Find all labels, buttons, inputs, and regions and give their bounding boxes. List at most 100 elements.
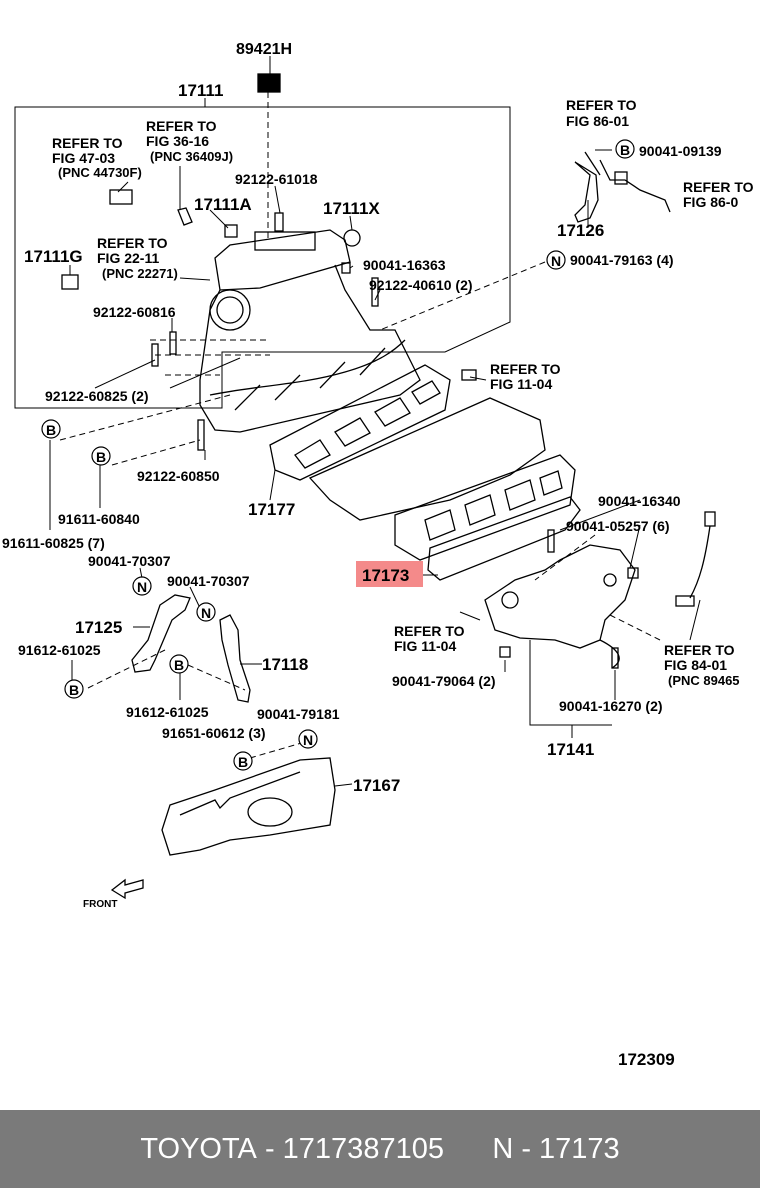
label-refer-86-01[interactable]: FIG 86-01	[566, 113, 629, 129]
marker-b: B	[91, 446, 111, 466]
label-refer-47-03[interactable]: (PNC 44730F)	[58, 165, 142, 180]
label-17125[interactable]: 17125	[75, 618, 122, 637]
label-92122-60825[interactable]: 92122-60825 (2)	[45, 388, 149, 404]
guide-line	[87, 649, 166, 689]
hardware	[61, 189, 639, 669]
marker-n: N	[196, 602, 216, 622]
guide-line	[609, 614, 661, 641]
label-90041-70307[interactable]: 90041-70307	[88, 553, 171, 569]
heat-insulator-17167	[161, 757, 336, 856]
label-92122-40610[interactable]: 92122-40610 (2)	[369, 277, 473, 293]
label-refer-84-01[interactable]: FIG 84-01	[664, 657, 727, 673]
oxygen-sensor	[675, 511, 716, 607]
front-arrow	[110, 878, 144, 900]
label-refer-36-16[interactable]: REFER TO	[146, 118, 217, 134]
marker-b: B	[615, 139, 635, 159]
marker-n: N	[132, 576, 152, 596]
label-17111[interactable]: 17111	[178, 81, 223, 100]
guide-line	[150, 339, 270, 376]
parts-diagram: B N B B N N B B B N 89421H 17111 REFER T…	[2, 41, 754, 1069]
footer-ref: N - 17173	[492, 1132, 620, 1165]
label-17126[interactable]: 17126	[557, 221, 604, 240]
label-17111A[interactable]: 17111A	[194, 195, 252, 214]
svg-text:B: B	[96, 449, 106, 465]
label-17141[interactable]: 17141	[547, 740, 594, 759]
label-refer-86-01[interactable]: REFER TO	[566, 97, 637, 113]
svg-text:B: B	[174, 657, 184, 673]
bracket-17126	[574, 151, 671, 223]
footer-brand: TOYOTA	[140, 1132, 257, 1165]
label-front: FRONT	[83, 899, 117, 910]
stay-17125	[131, 594, 191, 673]
label-refer-11-04[interactable]: REFER TO	[490, 361, 561, 377]
label-17173[interactable]: 17173	[362, 566, 409, 585]
svg-text:B: B	[69, 682, 79, 698]
marker-b: B	[233, 751, 253, 771]
label-refer-11-04[interactable]: FIG 11-04	[490, 376, 552, 392]
svg-text:B: B	[620, 142, 630, 158]
label-90041-16363[interactable]: 90041-16363	[363, 257, 446, 273]
label-refer-22-11[interactable]: (PNC 22271)	[102, 266, 178, 281]
label-89421H[interactable]: 89421H	[236, 41, 292, 58]
footer-part-number: 1717387105	[282, 1132, 444, 1165]
label-90041-05257[interactable]: 90041-05257 (6)	[566, 518, 670, 534]
intake-manifold-17111	[199, 229, 421, 433]
guide-line	[249, 741, 306, 759]
label-91612-61025-b[interactable]: 91612-61025	[126, 704, 209, 720]
label-17177[interactable]: 17177	[248, 500, 295, 519]
label-90041-16270[interactable]: 90041-16270 (2)	[559, 698, 663, 714]
exhaust-manifold-17141	[484, 544, 636, 669]
label-92122-61018[interactable]: 92122-61018	[235, 171, 318, 187]
label-90041-79064[interactable]: 90041-79064 (2)	[392, 673, 496, 689]
label-refer-86-0[interactable]: REFER TO	[683, 179, 754, 195]
label-17111G[interactable]: 17111G	[24, 247, 83, 266]
label-refer-11-04-b[interactable]: FIG 11-04	[394, 638, 456, 654]
label-92122-60850[interactable]: 92122-60850	[137, 468, 220, 484]
label-90041-79181[interactable]: 90041-79181	[257, 706, 340, 722]
label-17118[interactable]: 17118	[262, 655, 308, 674]
diagram-number: 172309	[618, 1050, 675, 1069]
svg-text:N: N	[303, 732, 313, 748]
guide-line	[534, 534, 596, 581]
footer-sep: -	[256, 1132, 283, 1165]
marker-n: N	[298, 729, 318, 749]
label-91612-61025[interactable]: 91612-61025	[18, 642, 101, 658]
label-refer-84-01[interactable]: (PNC 89465	[668, 673, 740, 688]
gasket-17173	[394, 454, 581, 581]
label-91611-60840[interactable]: 91611-60840	[58, 511, 140, 527]
guide-line	[187, 664, 246, 691]
leader-lines	[49, 56, 701, 787]
cylinder-head	[308, 397, 546, 521]
label-refer-22-11[interactable]: FIG 22-11	[97, 250, 159, 266]
label-90041-09139[interactable]: 90041-09139	[639, 143, 722, 159]
label-refer-84-01[interactable]: REFER TO	[664, 642, 735, 658]
marker-b: B	[64, 679, 84, 699]
exhaust-manifold-bracket	[529, 640, 612, 726]
label-refer-36-16[interactable]: FIG 36-16	[146, 133, 209, 149]
label-refer-86-0[interactable]: FIG 86-0	[683, 194, 738, 210]
label-refer-47-03[interactable]: REFER TO	[52, 135, 123, 151]
highlight-17173	[356, 561, 423, 587]
label-91611-60825[interactable]: 91611-60825 (7)	[2, 535, 105, 551]
marker-n: N	[546, 250, 566, 270]
label-refer-22-11[interactable]: REFER TO	[97, 235, 168, 251]
label-17167[interactable]: 17167	[353, 776, 400, 795]
footer-bar: TOYOTA - 1717387105 N - 17173	[0, 1110, 760, 1188]
label-17111X[interactable]: 17111X	[323, 199, 380, 218]
label-92122-60816[interactable]: 92122-60816	[93, 304, 176, 320]
svg-text:N: N	[137, 579, 147, 595]
intake-manifold-group-box	[14, 106, 511, 409]
footer-gap	[444, 1133, 492, 1166]
label-90041-16340[interactable]: 90041-16340	[598, 493, 681, 509]
label-refer-47-03[interactable]: FIG 47-03	[52, 150, 115, 166]
label-refer-36-16[interactable]: (PNC 36409J)	[150, 149, 233, 164]
label-90041-70307[interactable]: 90041-70307	[167, 573, 250, 589]
svg-text:N: N	[551, 253, 561, 269]
svg-text:N: N	[201, 605, 211, 621]
stay-17118	[219, 614, 251, 703]
guide-line	[111, 439, 201, 466]
sensor-89421H	[257, 73, 281, 93]
label-90041-79163[interactable]: 90041-79163 (4)	[570, 252, 674, 268]
label-refer-11-04-b[interactable]: REFER TO	[394, 623, 465, 639]
label-91651-60612[interactable]: 91651-60612 (3)	[162, 725, 266, 741]
